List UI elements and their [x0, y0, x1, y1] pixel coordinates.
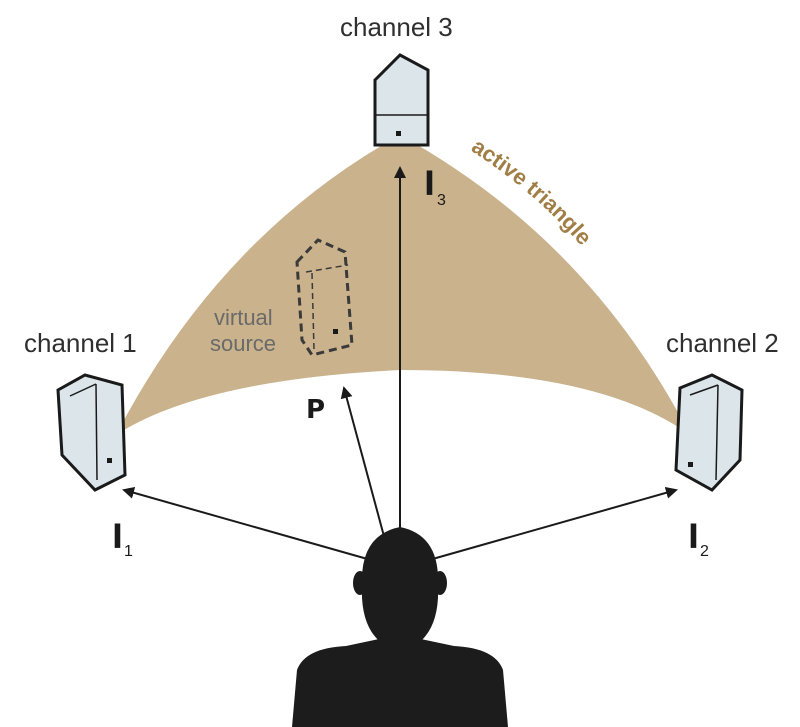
channel-1-label: channel 1 — [24, 328, 137, 358]
vector-p-label: P — [306, 395, 325, 425]
vector-l1-arrow — [122, 486, 379, 563]
active-triangle-region — [116, 135, 690, 435]
vector-l2-subscript: 2 — [700, 543, 709, 560]
vector-l1-subscript: 1 — [124, 543, 133, 560]
vector-p-arrow — [340, 386, 386, 541]
virtual-source-label-line1: virtual — [214, 305, 273, 330]
speaker-channel-3 — [373, 53, 430, 147]
vector-l3-label: l — [424, 165, 435, 203]
vector-l2-label: l — [688, 518, 699, 556]
vector-l1-label: l — [112, 518, 123, 556]
channel-3-label: channel 3 — [340, 12, 453, 42]
channel-2-label: channel 2 — [666, 328, 779, 358]
virtual-source-label-line2: source — [210, 331, 276, 356]
vector-l3-subscript: 3 — [437, 192, 446, 209]
vector-l2-arrow — [421, 486, 678, 563]
virtual-source-speaker — [295, 238, 354, 357]
speaker-channel-2 — [674, 373, 744, 492]
listener-silhouette — [292, 527, 508, 727]
speaker-channel-1 — [56, 373, 127, 492]
